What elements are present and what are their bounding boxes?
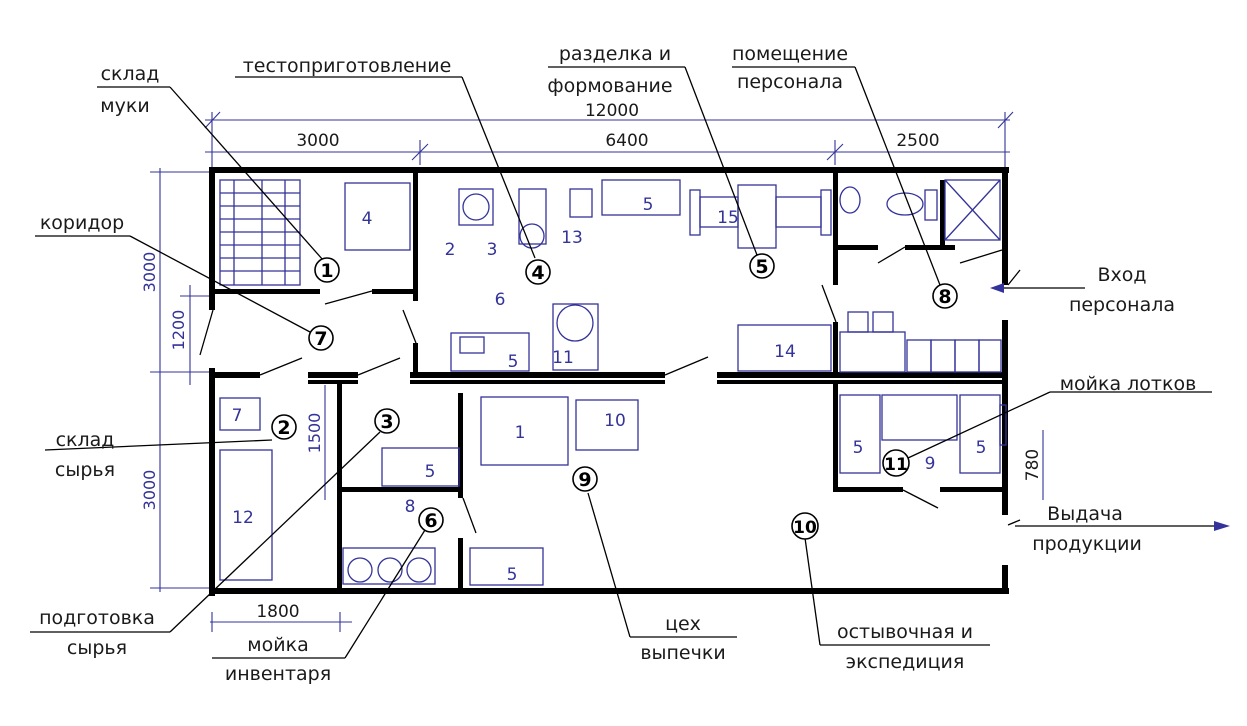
leader-lines xyxy=(30,66,1212,659)
room-label-staff-1: помещение xyxy=(732,43,848,65)
callout-5: 5 xyxy=(749,253,775,279)
room-label-tray-washing: мойка лотков xyxy=(1060,373,1197,395)
entrance-arrow-icon xyxy=(990,283,1004,293)
svg-text:11: 11 xyxy=(884,455,908,475)
equipment-label-10: 10 xyxy=(604,411,626,431)
svg-text:6: 6 xyxy=(424,510,437,532)
svg-text:3: 3 xyxy=(380,411,393,433)
equipment-label-12: 12 xyxy=(232,508,254,528)
svg-text:1: 1 xyxy=(320,260,333,282)
room-label-cutting-2: формование xyxy=(547,75,672,97)
arrows xyxy=(990,283,1230,531)
equipment-label-2: 2 xyxy=(445,240,456,260)
equipment-label-6: 6 xyxy=(495,290,506,310)
callout-11: 11 xyxy=(882,449,910,477)
dim-left-bottom: 3000 xyxy=(140,470,159,511)
entrance-label-2: персонала xyxy=(1069,294,1175,316)
exit-label-1: Выдача xyxy=(1047,503,1123,525)
room-label-dough-prep: тестоприготовление xyxy=(243,55,452,77)
callout-6: 6 xyxy=(418,507,444,533)
equipment-label-14: 14 xyxy=(774,342,796,362)
svg-text:9: 9 xyxy=(578,469,591,491)
dim-inner: 1500 xyxy=(305,413,324,454)
dim-door-gap: 1200 xyxy=(169,310,188,351)
callout-7: 7 xyxy=(308,325,334,351)
room-label-raw-prep-2: сырья xyxy=(67,637,127,659)
callout-1: 1 xyxy=(314,257,340,283)
callout-9: 9 xyxy=(572,466,598,492)
room-label-flour-store-1: склад xyxy=(101,63,160,85)
doors xyxy=(199,246,1021,534)
room-label-staff-2: персонала xyxy=(737,71,843,93)
dim-seg3: 2500 xyxy=(896,131,939,151)
equipment-label-5d: 5 xyxy=(507,565,518,585)
equipment-label-5e: 5 xyxy=(853,438,864,458)
entrance-label-1: Вход xyxy=(1097,264,1146,286)
svg-text:10: 10 xyxy=(793,518,817,538)
equipment-label-4: 4 xyxy=(362,209,373,229)
exit-label-2: продукции xyxy=(1032,533,1142,555)
equipment-label-8: 8 xyxy=(405,497,416,517)
equipment-label-9: 9 xyxy=(925,454,936,474)
callout-8: 8 xyxy=(932,283,958,309)
room-label-cooling-2: экспедиция xyxy=(846,651,965,673)
equipment-label-13: 13 xyxy=(561,228,583,248)
equipment-label-5f: 5 xyxy=(976,438,987,458)
room-label-flour-store-2: муки xyxy=(100,95,149,117)
svg-text:7: 7 xyxy=(314,328,327,350)
equipment-label-11a: 11 xyxy=(552,348,574,368)
equipment-label-3: 3 xyxy=(487,240,498,260)
equipment-label-5b: 5 xyxy=(508,352,519,372)
equipment-label-7: 7 xyxy=(232,406,243,426)
dim-total: 12000 xyxy=(585,101,639,121)
svg-text:4: 4 xyxy=(531,262,544,284)
callout-4: 4 xyxy=(525,259,551,285)
equipment-label-15: 15 xyxy=(717,208,739,228)
equipment-label-5a: 5 xyxy=(643,195,654,215)
room-label-raw-store-1: склад xyxy=(56,429,115,451)
room-label-corridor: коридор xyxy=(40,212,124,234)
dim-right-small: 780 xyxy=(1023,449,1043,481)
walls xyxy=(209,167,1009,596)
equipment-label-1: 1 xyxy=(515,423,526,443)
dim-bottom-left: 1800 xyxy=(256,602,299,622)
room-label-washing-2: инвентаря xyxy=(225,663,331,685)
equipment-label-5c: 5 xyxy=(425,462,436,482)
room-label-washing-1: мойка xyxy=(247,634,308,656)
room-label-baking-2: выпечки xyxy=(640,642,725,664)
svg-text:8: 8 xyxy=(938,286,951,308)
svg-text:5: 5 xyxy=(755,256,768,278)
callout-2: 2 xyxy=(271,414,297,440)
dim-seg2: 6400 xyxy=(605,131,648,151)
room-label-cutting-1: разделка и xyxy=(559,43,671,65)
exit-arrow-icon xyxy=(1214,521,1230,531)
room-label-raw-store-2: сырья xyxy=(55,459,115,481)
callout-3: 3 xyxy=(374,408,400,434)
dim-seg1: 3000 xyxy=(296,131,339,151)
callout-10: 10 xyxy=(791,512,819,540)
dim-left-top: 3000 xyxy=(140,252,159,293)
svg-text:2: 2 xyxy=(277,417,290,439)
room-label-baking-1: цех xyxy=(665,613,701,635)
room-label-cooling-1: остывочная и xyxy=(837,621,973,643)
room-label-raw-prep-1: подготовка xyxy=(39,607,155,629)
